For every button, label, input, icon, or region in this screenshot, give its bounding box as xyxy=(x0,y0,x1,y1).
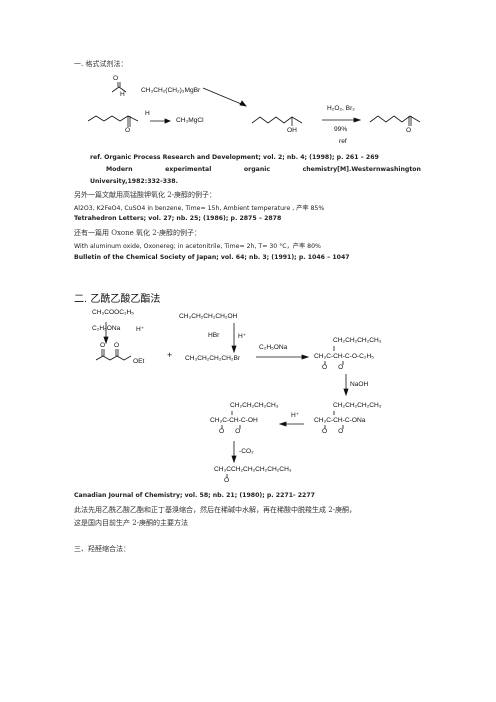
hbr-label: HBr xyxy=(208,332,220,339)
salt-oxygens: O O xyxy=(322,428,344,435)
sodium-ethoxide-label-a: C₂H₅ONa xyxy=(92,325,121,332)
ref2-word-2: experimental xyxy=(165,166,212,173)
ref-bull-chem-soc-japan: Bulletin of the Chemical Society of Japa… xyxy=(74,254,350,261)
conditions-oxone: With aluminum oxide, Oxonereg; in aceton… xyxy=(74,243,321,250)
aldehyde-h-label: H xyxy=(120,91,125,98)
conditions-kmno4: Al2O3, K2FeO4, CuSO4 in benzene, Time= 1… xyxy=(74,205,325,212)
note-oxone: 还有一篇用 Oxone 氧化 2-庚醇的例子： xyxy=(74,229,202,237)
butanol-label: CH₃CH₂CH₂CH₂OH xyxy=(179,313,238,320)
alkylated-ester-oxygens: O O xyxy=(322,364,344,371)
ester-carbonyl-o-1: O xyxy=(100,342,106,349)
h-plus-label-a: H⁺ xyxy=(136,326,145,333)
method-description-line2: 这是国内目前生产 2-庚酮的主要方法 xyxy=(74,519,189,527)
ref-modern-experimental-cont: University,1982:332-338. xyxy=(90,178,178,185)
alkylated-ester-chain: CH₂CH₂CH₂CH₃ xyxy=(333,337,382,344)
ref-label: ref xyxy=(339,138,347,145)
h-plus-label-c: H⁺ xyxy=(291,412,300,419)
aldehyde2-h-label: H xyxy=(145,110,150,117)
alkylated-ester-main: CH₃C-CH-C-O-C₂H₅ xyxy=(314,353,374,360)
oxidant-label: H₂O₂, Br₂ xyxy=(327,105,355,112)
ketone-o-label: O xyxy=(406,127,412,134)
heptanone-o-label: O xyxy=(224,477,230,484)
ref2-word-4: chemistry[M].Westernwashington xyxy=(302,166,421,173)
ester-carbonyl-o-2: O xyxy=(114,342,120,349)
h-plus-label-b: H⁺ xyxy=(238,333,247,340)
sodium-ethoxide-label-b: C₂H₅ONa xyxy=(259,344,288,351)
ref-tetrahedron-letters: Tetrahedron Letters; vol. 27; nb. 25; (1… xyxy=(74,215,282,222)
ref2-word-1: Modern xyxy=(106,166,133,173)
ref-modern-experimental: Modern experimental organic chemistry[M]… xyxy=(106,166,421,173)
oet-label: OEt xyxy=(133,358,145,365)
ethyl-acetate-label: CH₃COOC₂H₅ xyxy=(92,309,134,316)
note-kmno4: 另外一篇文献用高锰酸钾氧化 2-庚醇的例子： xyxy=(74,191,217,199)
yield-label: 99% xyxy=(334,126,348,133)
butyl-bromide-label: CH₃CH₂CH₂CH₂Br xyxy=(185,355,241,362)
section2-heading: 二. 乙酰乙酸乙酯法 xyxy=(74,294,161,305)
grignard-reagent-bottom: CH₃MgCl xyxy=(176,117,204,124)
method-description-line1: 此法先用乙酰乙酸乙酯和正丁基溴缩合，然后在稀碱中水解，再在稀酸中脱羧生成 2-庚… xyxy=(74,506,357,514)
ref-canadian-journal: Canadian Journal of Chemistry; vol. 58; … xyxy=(74,492,315,499)
naoh-label: NaOH xyxy=(350,381,369,388)
acid-oxygens: O O xyxy=(219,428,241,435)
plus-sign: + xyxy=(167,350,173,360)
alcohol-oh-label: OH xyxy=(287,127,297,134)
section3-heading: 三、羟醛缩合法： xyxy=(74,545,130,553)
heptanone-product: CH₃CCH₂CH₂CH₂CH₂CH₃ xyxy=(214,466,292,473)
decarboxylation-label: -CO₂ xyxy=(239,448,254,455)
acid-main: CH₃C-CH-C-OH xyxy=(210,417,258,424)
aldehyde-o-label: O xyxy=(113,75,119,82)
ref2-word-3: organic xyxy=(243,166,271,173)
salt-main: CH₃C-CH-C-ONa xyxy=(314,417,366,424)
ref-organic-process: ref. Organic Process Research and Develo… xyxy=(90,154,379,161)
grignard-reagent-top: CH₃CH₂(CH₂)₃MgBr xyxy=(141,87,201,94)
aldehyde2-o-label: O xyxy=(125,127,131,134)
salt-chain: CH₂CH₂CH₂CH₃ xyxy=(333,402,382,409)
section1-heading: 一. 格式试剂法： xyxy=(74,60,128,68)
acid-chain: CH₂CH₂CH₂CH₃ xyxy=(230,402,279,409)
